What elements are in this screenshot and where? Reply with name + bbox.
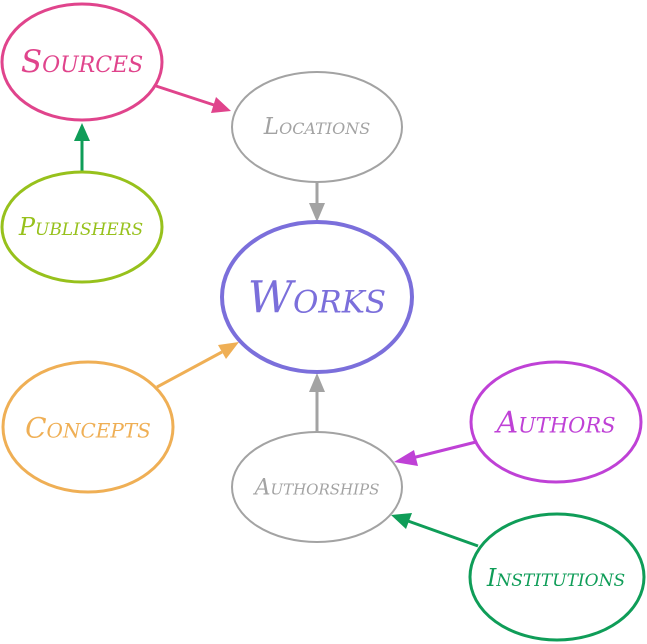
node-label-concepts: Concepts bbox=[25, 412, 151, 445]
node-sources[interactable]: Sources bbox=[0, 2, 164, 122]
node-label-authorships: Authorships bbox=[253, 476, 380, 501]
node-institutions[interactable]: Institutions bbox=[468, 512, 646, 642]
node-label-publishers: Publishers bbox=[18, 213, 143, 241]
node-label-authors: Authors bbox=[493, 406, 615, 441]
node-authorships[interactable]: Authorships bbox=[231, 431, 403, 543]
edge-authorships-to-works bbox=[309, 373, 325, 432]
edge-publishers-to-sources bbox=[74, 123, 90, 174]
node-authors[interactable]: Authors bbox=[469, 360, 643, 484]
edge-locations-to-works bbox=[309, 182, 325, 222]
edge-authors-to-authorships bbox=[394, 440, 477, 466]
node-label-sources: Sources bbox=[21, 44, 143, 80]
edge-sources-to-locations bbox=[155, 84, 231, 113]
node-label-locations: Locations bbox=[263, 114, 370, 140]
node-locations[interactable]: Locations bbox=[231, 71, 403, 183]
edge-institutions-to-authorships bbox=[391, 513, 479, 548]
node-label-institutions: Institutions bbox=[486, 564, 625, 592]
edge-concepts-to-works bbox=[156, 342, 239, 389]
edges bbox=[74, 84, 479, 548]
node-works[interactable]: Works bbox=[220, 220, 414, 374]
node-publishers[interactable]: Publishers bbox=[0, 170, 164, 284]
node-concepts[interactable]: Concepts bbox=[1, 360, 175, 494]
node-label-works: Works bbox=[248, 273, 386, 324]
